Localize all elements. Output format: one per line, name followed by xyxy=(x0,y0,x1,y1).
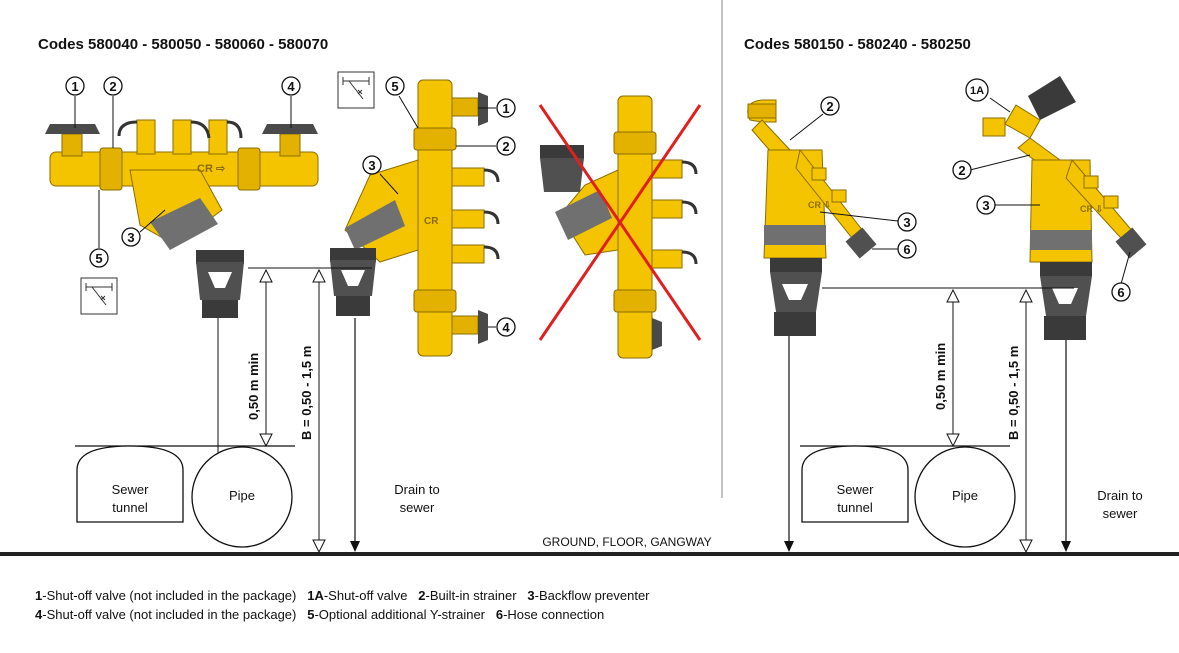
legend-text-3: -Backflow preventer xyxy=(534,588,650,603)
marker-1-left-label: 1 xyxy=(71,79,78,94)
drain-label-right-1: Drain to xyxy=(1097,488,1143,503)
sewer-label-right-1: Sewer xyxy=(837,482,875,497)
legend-text-1: -Shut-off valve (not included in the pac… xyxy=(42,588,304,603)
sewer-tunnel-right xyxy=(801,445,909,523)
ground-label: GROUND, FLOOR, GANGWAY xyxy=(542,535,711,549)
marker-3-middle xyxy=(362,155,382,175)
marker-2-right-a-label: 2 xyxy=(826,99,833,114)
marker-5-left xyxy=(89,248,109,268)
legend-text-4: -Shut-off valve (not included in the pac… xyxy=(42,607,304,622)
marker-6-right-b-label: 6 xyxy=(1117,285,1124,300)
marker-5-middle-label: 5 xyxy=(391,79,398,94)
marker-1-left xyxy=(65,76,85,96)
legend-text-6: -Hose connection xyxy=(503,607,605,622)
marker-1-middle xyxy=(496,98,516,118)
marker-4-middle-label: 4 xyxy=(502,320,510,335)
sewer-label-left-1: Sewer xyxy=(112,482,150,497)
marker-4-middle xyxy=(496,317,516,337)
marker-4-left xyxy=(281,76,301,96)
inclined-valve-right: CR ⇩ xyxy=(982,76,1147,340)
pipe-label-right: Pipe xyxy=(952,488,978,503)
y-strainer-symbol-middle xyxy=(337,71,375,109)
legend-num-1a: 1A xyxy=(307,588,324,603)
sewer-tunnel-left xyxy=(76,445,184,523)
marker-5-middle xyxy=(385,76,405,96)
legend-num-3: 3 xyxy=(527,588,535,603)
pipe-right xyxy=(914,446,1016,548)
marker-2-middle xyxy=(496,136,516,156)
svg-text:CR ⇩: CR ⇩ xyxy=(808,200,831,210)
marker-3-right-a xyxy=(897,212,917,232)
legend-num-1: 1 xyxy=(35,588,43,603)
marker-2-right-b xyxy=(952,160,972,180)
legend-line-1: 1-Shut-off valve (not included in the pa… xyxy=(35,586,650,605)
incorrect-installation-example xyxy=(538,95,702,359)
min-height-label-left: 0,50 m min xyxy=(246,353,261,420)
marker-3-right-a-label: 3 xyxy=(903,215,910,230)
marker-6-right-a-label: 6 xyxy=(903,242,910,257)
svg-text:CR ⇨: CR ⇨ xyxy=(197,163,226,175)
marker-4-left-label: 4 xyxy=(287,79,295,94)
legend-num-5: 5 xyxy=(307,607,315,622)
marker-1-middle-label: 1 xyxy=(502,101,509,116)
legend-num-4: 4 xyxy=(35,607,43,622)
pipe-label-left: Pipe xyxy=(229,488,255,503)
legend-line-2: 4-Shut-off valve (not included in the pa… xyxy=(35,605,650,624)
marker-2-middle-label: 2 xyxy=(502,139,509,154)
marker-3-right-b xyxy=(976,195,996,215)
inclined-valve-left: CR ⇩ xyxy=(747,99,877,336)
horizontal-valve-assembly: CR ⇨ xyxy=(45,119,319,318)
svg-text:CR ⇩: CR ⇩ xyxy=(1080,204,1103,214)
marker-3-left-label: 3 xyxy=(127,230,134,245)
marker-2-left-label: 2 xyxy=(109,79,116,94)
marker-3-left xyxy=(121,227,141,247)
marker-2-left xyxy=(103,76,123,96)
min-height-label-right: 0,50 m min xyxy=(933,343,948,410)
ground-line xyxy=(0,552,1179,556)
vertical-valve-assembly: CR xyxy=(330,79,500,357)
range-label-left: B = 0,50 - 1,5 m xyxy=(299,346,314,440)
marker-3-middle-label: 3 xyxy=(368,158,375,173)
svg-text:CR: CR xyxy=(424,216,439,227)
legend-num-6: 6 xyxy=(495,607,504,622)
range-label-right: B = 0,50 - 1,5 m xyxy=(1006,346,1021,440)
legend-text-1a: -Shut-off valve xyxy=(323,588,415,603)
left-codes-title: Codes 580040 - 580050 - 580060 - 580070 xyxy=(38,36,329,53)
marker-6-right-b xyxy=(1111,282,1131,302)
marker-5-left-label: 5 xyxy=(95,251,102,266)
legend-text-5: -Optional additional Y-strainer xyxy=(314,607,493,622)
drain-label-right-2: sewer xyxy=(1103,506,1138,521)
legend-text-2: -Built-in strainer xyxy=(425,588,524,603)
drain-label-left-1: Drain to xyxy=(394,482,440,497)
sewer-label-right-2: tunnel xyxy=(837,500,873,515)
pipe-left xyxy=(191,446,293,548)
marker-2-right-a xyxy=(820,96,840,116)
sewer-label-left-2: tunnel xyxy=(112,500,148,515)
right-codes-title: Codes 580150 - 580240 - 580250 xyxy=(744,36,971,53)
legend: 1-Shut-off valve (not included in the pa… xyxy=(35,586,650,624)
marker-6-right-a xyxy=(897,239,917,259)
y-strainer-symbol-left xyxy=(80,277,118,315)
marker-1a-right xyxy=(965,78,989,102)
drain-label-left-2: sewer xyxy=(400,500,435,515)
marker-3-right-b-label: 3 xyxy=(982,198,989,213)
legend-num-2: 2 xyxy=(418,588,426,603)
marker-1a-right-label: 1A xyxy=(970,85,984,97)
marker-2-right-b-label: 2 xyxy=(958,163,965,178)
